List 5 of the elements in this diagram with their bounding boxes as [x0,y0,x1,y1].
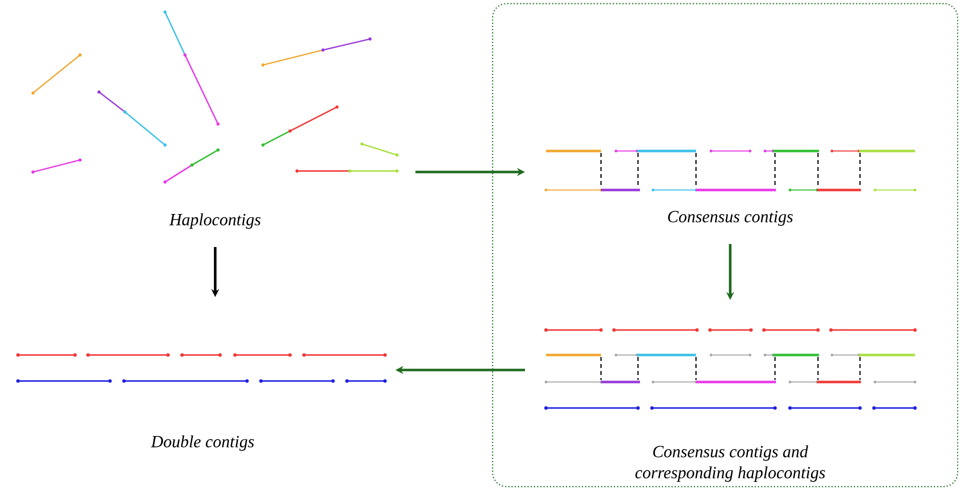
node-label: Consensus contigs and corresponding haplocontigs [635,445,825,482]
node-label: Haplocontigs [169,213,260,229]
node-label: Consensus contigs [668,210,793,226]
node-label: Double contigs [150,435,254,451]
dotted-frame [492,3,958,488]
